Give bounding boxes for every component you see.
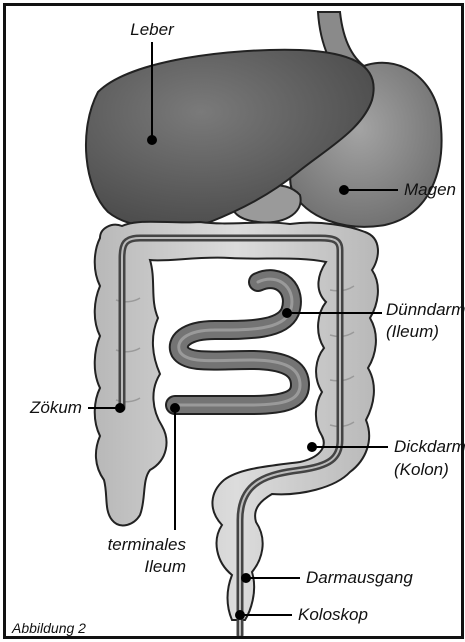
- dot-koloskop: [236, 611, 244, 619]
- label-duenndarm: Dünndarm: [386, 300, 465, 320]
- dot-magen: [340, 186, 348, 194]
- dot-dickdarm: [308, 443, 316, 451]
- label-kolon: (Kolon): [394, 460, 449, 480]
- dot-zoekum: [116, 404, 124, 412]
- dot-leber: [148, 136, 156, 144]
- label-ileum: (Ileum): [386, 322, 439, 342]
- label-terminales: terminales: [96, 535, 186, 555]
- label-darmausgang: Darmausgang: [306, 568, 413, 588]
- label-terminal-ileum: Ileum: [96, 557, 186, 577]
- label-leber: Leber: [122, 20, 182, 40]
- dot-duenndarm: [283, 309, 291, 317]
- label-koloskop: Koloskop: [298, 605, 368, 625]
- dot-terminales: [171, 404, 179, 412]
- label-dickdarm: Dickdarm: [394, 437, 465, 457]
- dot-darmausgang: [242, 574, 250, 582]
- small-intestine-shape: [175, 279, 300, 405]
- label-magen: Magen: [404, 180, 456, 200]
- label-zoekum: Zökum: [30, 398, 82, 418]
- figure-caption: Abbildung 2: [12, 618, 86, 638]
